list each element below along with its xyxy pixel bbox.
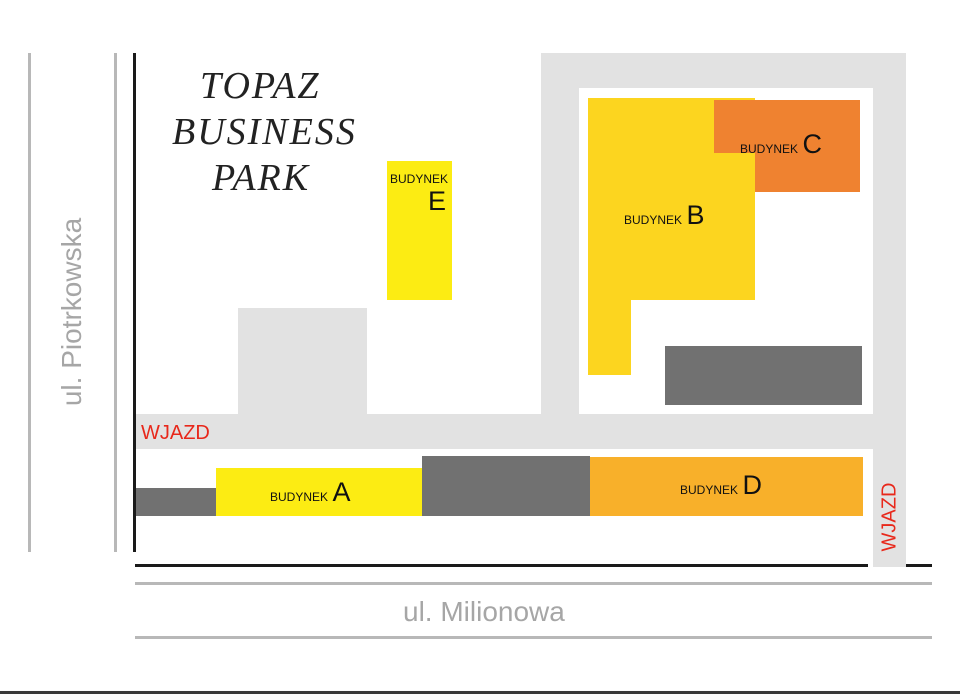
- building-d-label: BUDYNEK D: [680, 470, 762, 501]
- bottom-divider: [0, 691, 960, 694]
- building-d-prefix: BUDYNEK: [680, 483, 739, 497]
- building-b-prefix: BUDYNEK: [624, 213, 683, 227]
- building-c: [714, 100, 860, 192]
- building-e: [387, 161, 452, 300]
- entrance-label-south: WJAZD: [878, 482, 901, 552]
- park-title-line-2: BUSINESS: [172, 111, 357, 153]
- building-a: [216, 468, 422, 516]
- street-name-west: ul. Piotrkowska: [56, 217, 87, 407]
- internal-road-east-block-right: [873, 53, 906, 567]
- building-c-letter: C: [802, 129, 822, 159]
- building-e-label: BUDYNEK E: [390, 172, 450, 216]
- site-boundary-south: [135, 564, 868, 567]
- street-line-west-inner: [114, 53, 117, 552]
- site-boundary-west: [133, 53, 136, 552]
- street-name-south: ul. Milionowa: [403, 596, 565, 627]
- park-title-line-3: PARK: [212, 157, 311, 199]
- building-b-shape: [588, 98, 755, 375]
- street-line-west-outer: [28, 53, 31, 552]
- building-b-letter: B: [686, 200, 705, 230]
- park-title-line-1: TOPAZ: [200, 65, 321, 107]
- site-boundary-south-end: [906, 564, 932, 567]
- internal-road-east-block-top: [541, 53, 906, 88]
- street-line-south-lower: [135, 636, 932, 639]
- parking-lot-center: [422, 456, 590, 516]
- building-d-letter: D: [742, 470, 762, 500]
- entrance-label-west: WJAZD: [141, 422, 210, 444]
- building-d: [590, 457, 863, 516]
- internal-lot-gray: [238, 308, 367, 416]
- building-e-prefix: BUDYNEK: [390, 172, 449, 186]
- building-a-prefix: BUDYNEK: [270, 490, 329, 504]
- street-line-south-upper: [135, 582, 932, 585]
- building-b-label: BUDYNEK B: [624, 200, 704, 231]
- parking-lot-west: [135, 488, 216, 516]
- building-a-label: BUDYNEK A: [270, 477, 350, 508]
- parking-lot-east: [665, 346, 862, 405]
- internal-road-east-block-left: [541, 53, 579, 440]
- building-c-prefix: BUDYNEK: [740, 142, 799, 156]
- building-e-letter: E: [428, 186, 447, 216]
- building-a-letter: A: [332, 477, 351, 507]
- building-c-label: BUDYNEK C: [740, 129, 822, 160]
- internal-road-horizontal: [135, 414, 906, 449]
